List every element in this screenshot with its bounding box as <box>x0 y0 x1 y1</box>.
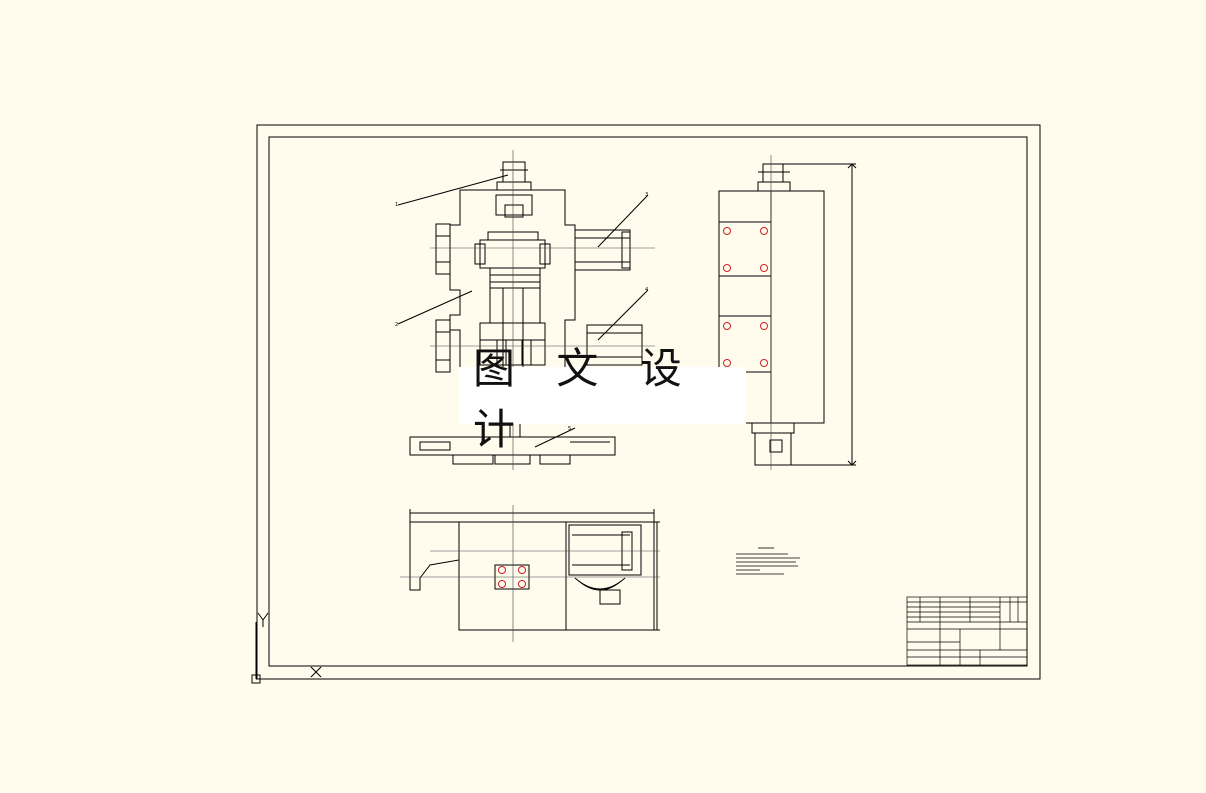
technical-notes <box>736 547 800 575</box>
sheet-border <box>256 124 1041 680</box>
balloon-5: 5 <box>568 426 571 432</box>
side-view-bolts <box>723 227 768 367</box>
ucs-icon <box>251 612 322 684</box>
balloon-1: 1 <box>395 202 398 208</box>
top-view-bolts <box>498 566 526 588</box>
balloon-3: 3 <box>645 192 648 198</box>
top-view <box>409 509 660 631</box>
top-view-centerlines <box>400 505 660 642</box>
title-block <box>906 596 1028 666</box>
watermark-label: 图 文 设 计 <box>459 344 746 454</box>
balloon-2: 2 <box>395 322 398 328</box>
balloon-4: 4 <box>645 287 648 293</box>
drawing-frame <box>268 136 1028 667</box>
